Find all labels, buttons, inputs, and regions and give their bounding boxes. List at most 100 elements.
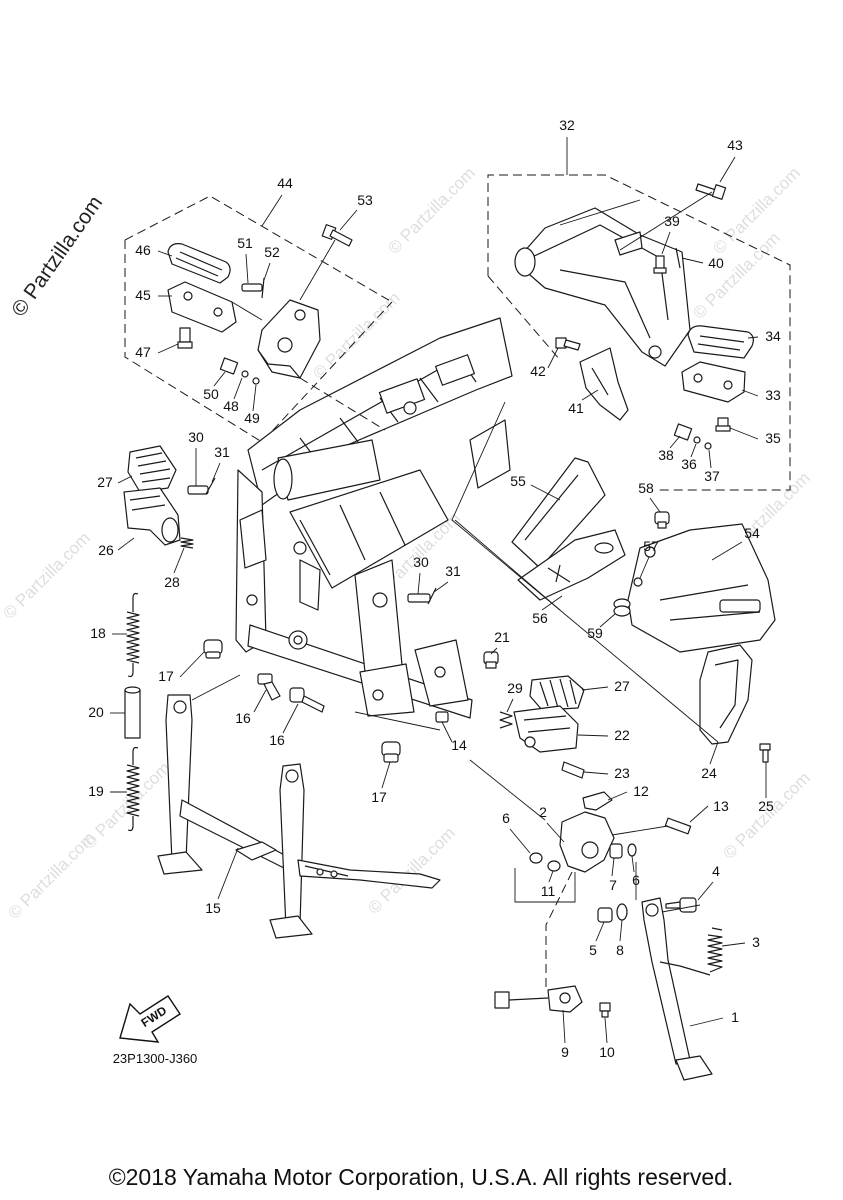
part-35-bolt	[715, 417, 731, 432]
callout: 11	[541, 883, 556, 899]
part-52-pin	[261, 277, 265, 299]
part-55-side-cover	[511, 457, 606, 569]
callout: 6	[502, 810, 510, 826]
callout: 40	[708, 255, 724, 271]
part-27-footrest-rubber-lower	[529, 675, 585, 711]
connection-lines	[191, 191, 719, 990]
part-24-heel-plate	[699, 644, 753, 745]
part-17-grommet-lower	[381, 741, 401, 763]
part-10-bolt	[599, 1002, 611, 1018]
callout: 58	[638, 480, 654, 496]
callout: 31	[214, 444, 230, 460]
part-45-footrest	[167, 281, 237, 333]
callout: 59	[587, 625, 603, 641]
part-25-bolt	[759, 743, 771, 763]
callout: 17	[371, 789, 387, 805]
part-6-washer	[529, 852, 543, 864]
part-28-spring	[180, 537, 194, 549]
callout: 56	[532, 610, 548, 626]
part-44-bracket	[257, 299, 321, 379]
part-30-pin-lower	[407, 593, 431, 603]
part-51-pin	[241, 283, 263, 292]
callout: 20	[88, 704, 104, 720]
part-11-collar	[547, 860, 561, 872]
assembly-box-32	[487, 174, 791, 491]
watermark: © Partzilla.com	[79, 758, 173, 852]
callout: 55	[510, 473, 526, 489]
copyright-notice: ©2018 Yamaha Motor Corporation, U.S.A. A…	[109, 1164, 734, 1190]
part-41-heel-guard	[579, 347, 629, 421]
callout: 43	[727, 137, 743, 153]
callout: 51	[237, 235, 253, 251]
watermark: © Partzilla.com	[0, 528, 94, 622]
callout: 42	[530, 363, 546, 379]
part-18-spring	[126, 592, 140, 678]
part-23-bolt	[561, 761, 585, 779]
part-53-bolt	[321, 224, 353, 247]
callout: 25	[758, 798, 774, 814]
part-43-bolt	[695, 183, 727, 200]
callout: 27	[614, 678, 630, 694]
part-5-nut	[597, 907, 613, 923]
callout: 19	[88, 783, 104, 799]
callout: 7	[609, 877, 617, 893]
callout: 32	[559, 117, 575, 133]
callout: 48	[223, 398, 239, 414]
callout: 23	[614, 765, 630, 781]
callout: 49	[244, 410, 260, 426]
callout: 34	[765, 328, 781, 344]
part-40-pin	[675, 247, 681, 269]
part-46-footrest-rubber	[167, 243, 231, 284]
callout: 30	[188, 429, 204, 445]
callout: 45	[135, 287, 151, 303]
callout: 4	[712, 863, 720, 879]
part-21-grommet	[483, 651, 499, 669]
part-27-footrest-rubber	[127, 445, 177, 493]
callout: 44	[277, 175, 293, 191]
callout: 35	[765, 430, 781, 446]
callout: 13	[713, 798, 729, 814]
part-56-side-cover	[517, 529, 626, 601]
watermark: © Partzilla.com	[719, 768, 813, 862]
callout: 14	[451, 737, 467, 753]
part-6-washer-right	[627, 843, 637, 857]
callout: 16	[269, 732, 285, 748]
callout: 38	[658, 447, 674, 463]
leader-lines	[110, 137, 767, 1044]
part-49-ball	[252, 377, 260, 385]
main-frame	[235, 317, 513, 719]
callout: 28	[164, 574, 180, 590]
callout: 29	[507, 680, 523, 696]
part-42-bolt	[555, 337, 581, 351]
part-59-grommet	[613, 598, 631, 617]
callout: 53	[357, 192, 373, 208]
callout: 18	[90, 625, 106, 641]
part-16-bolt	[257, 673, 281, 701]
part-17-grommet	[203, 639, 223, 659]
part-15-center-stand	[157, 694, 441, 939]
part-50-plate	[219, 357, 239, 375]
part-38-plate	[673, 423, 693, 441]
part-4-bolt	[665, 897, 697, 913]
callout: 15	[205, 900, 221, 916]
part-37-ball	[704, 442, 712, 450]
part-32-footrest-bracket	[514, 207, 691, 367]
callout: 5	[589, 942, 597, 958]
callout: 52	[264, 244, 280, 260]
part-12-plate	[582, 791, 613, 811]
callout: 57	[643, 538, 659, 554]
watermark-main: © Partzilla.com	[7, 192, 107, 321]
part-57-washer	[633, 577, 643, 587]
callout: 33	[765, 387, 781, 403]
callout: 6	[632, 872, 640, 888]
part-22-footrest	[513, 705, 579, 753]
callout: 26	[98, 542, 114, 558]
part-9-sidestand-switch	[494, 985, 583, 1013]
watermark: © Partzilla.com	[384, 163, 478, 257]
part-20-pin	[124, 686, 141, 739]
callout: 16	[235, 710, 251, 726]
part-1-side-stand	[641, 897, 713, 1081]
part-13-bolt	[664, 817, 692, 835]
part-26-footrest	[123, 487, 181, 546]
